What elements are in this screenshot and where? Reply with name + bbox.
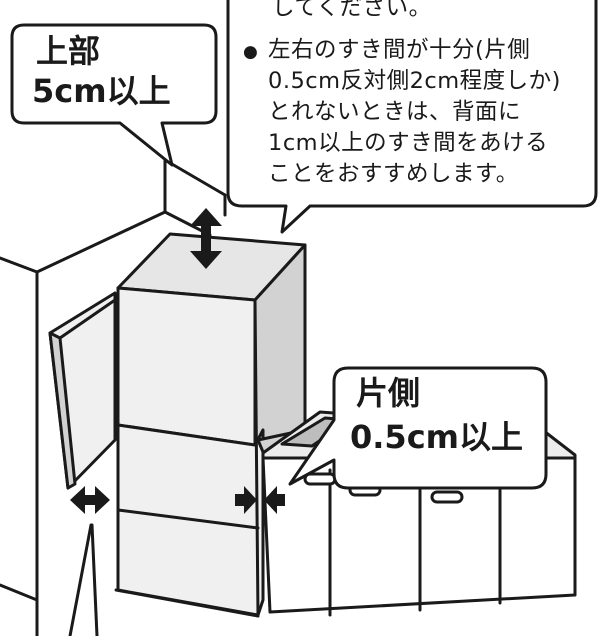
pointer-lines	[68, 523, 99, 636]
vertical-double-arrow-icon	[190, 208, 222, 269]
note-cut-line: してください。	[272, 0, 432, 21]
fridge-door	[48, 291, 117, 490]
top-clearance-title: 上部	[36, 32, 101, 70]
side-clearance-value: 0.5cm以上	[350, 418, 524, 456]
side-clearance-title: 片側	[356, 374, 421, 412]
callout-side-bubble	[288, 366, 548, 490]
callout-note-bubble	[226, 0, 598, 234]
note-line-1: 左右のすき間が十分(片側	[268, 37, 531, 63]
horizontal-double-arrow-icon	[70, 486, 110, 514]
bullet-icon: ●	[243, 42, 258, 62]
note-line-5: ことをおすすめします。	[268, 161, 519, 187]
note-line-4: 1cm以上のすき間をあける	[268, 130, 549, 156]
note-line-3: とれないときは、背面に	[268, 99, 522, 125]
callout-top-bubble	[10, 23, 218, 167]
arrow-right-icon	[235, 486, 257, 514]
top-clearance-value: 5cm以上	[32, 72, 171, 110]
note-line-2: 0.5cm反対側2cm程度しか)	[268, 68, 561, 94]
room-walls	[0, 158, 227, 636]
arrow-left-icon	[264, 486, 285, 514]
